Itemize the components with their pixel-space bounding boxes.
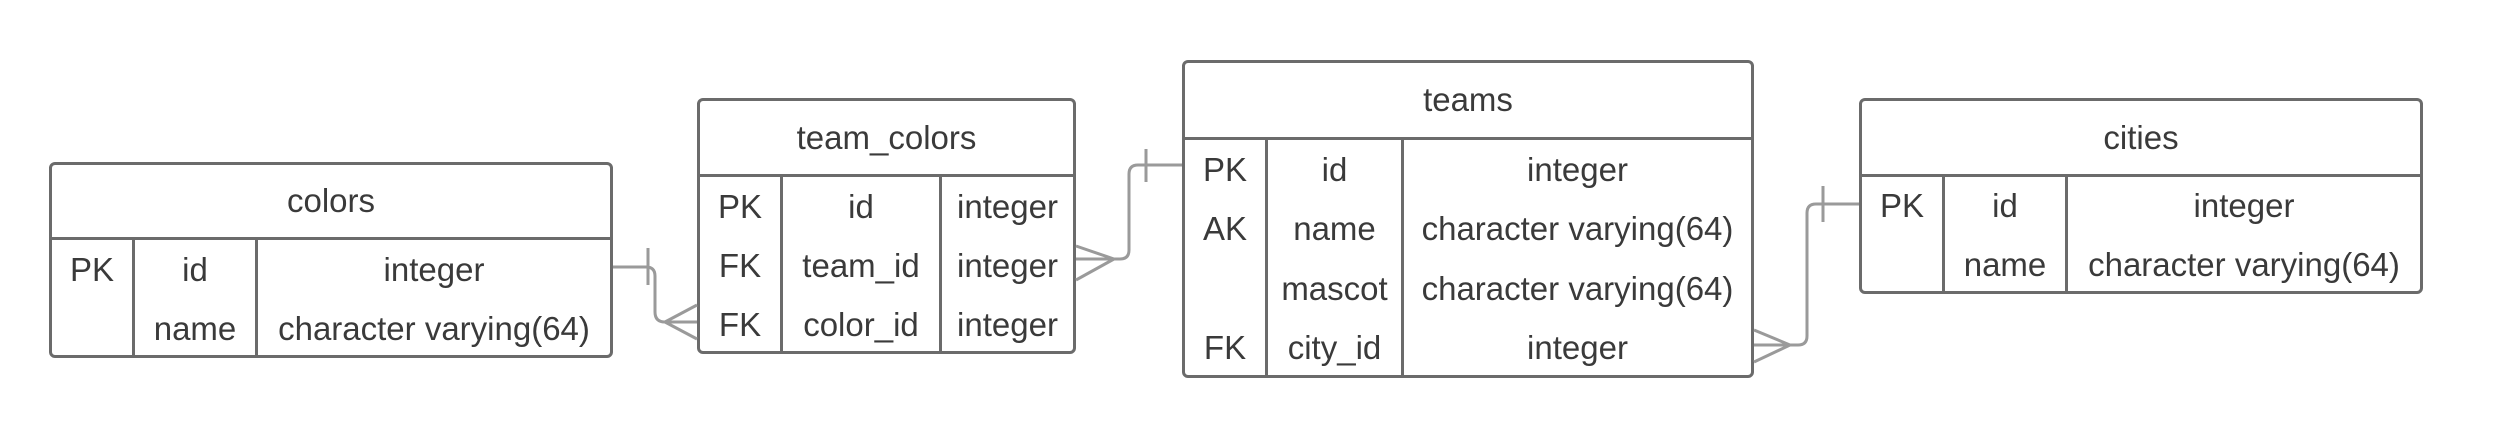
crowfoot-prong <box>1753 328 1791 347</box>
field-name: city_id <box>1287 329 1382 367</box>
type-column: integer character varying(64) <box>2065 177 2420 294</box>
key-column: PK AK FK <box>1185 140 1265 378</box>
entity-cities[interactable]: cities PK id name integer character vary… <box>1859 98 2423 294</box>
relationship-colors-team-colors[interactable] <box>613 248 698 341</box>
field-type: integer <box>383 250 485 288</box>
key-cell: PK <box>69 250 115 288</box>
crowfoot-prong <box>664 320 698 341</box>
entity-team-colors[interactable]: team_colors PK FK FK id team_id color_id… <box>697 98 1076 354</box>
entity-teams[interactable]: teams PK AK FK id name mascot city_id in… <box>1182 60 1754 378</box>
crowfoot-prong <box>1753 343 1791 364</box>
name-column: id name mascot city_id <box>1265 140 1401 378</box>
field-type: character varying(64) <box>1421 269 1734 307</box>
field-name: id <box>848 187 874 225</box>
crowfoot-prong <box>664 303 698 324</box>
crowfoot-prong <box>1075 244 1115 261</box>
field-type: integer <box>1527 329 1628 367</box>
crowfoot-prong <box>1075 257 1115 282</box>
key-column: PK FK FK <box>700 177 780 354</box>
key-column: PK <box>52 240 132 358</box>
field-type: integer <box>957 305 1058 343</box>
entity-title: teams <box>1185 63 1751 140</box>
field-type: integer <box>957 246 1058 284</box>
relationship-teams-team-colors[interactable] <box>1075 149 1182 282</box>
key-column: PK <box>1862 177 1942 294</box>
relationship-cities-teams[interactable] <box>1753 186 1859 364</box>
type-column: integer character varying(64) <box>255 240 610 358</box>
connector-line <box>1754 202 1859 347</box>
type-column: integer integer integer <box>939 177 1073 354</box>
name-column: id team_id color_id <box>780 177 939 354</box>
name-column: id name <box>132 240 255 358</box>
key-cell: PK <box>1879 187 1925 225</box>
field-type: integer <box>1527 150 1628 188</box>
field-name: id <box>1992 187 2018 225</box>
connector-line <box>613 265 697 324</box>
key-cell: PK <box>1202 150 1248 188</box>
field-type: integer <box>957 187 1058 225</box>
key-cell: FK <box>1203 329 1247 367</box>
field-name: team_id <box>802 246 920 284</box>
key-cell: AK <box>1202 210 1248 248</box>
field-name: name <box>1293 210 1376 248</box>
name-column: id name <box>1942 177 2065 294</box>
key-cell: FK <box>718 246 762 284</box>
connector-line <box>1076 163 1182 261</box>
field-type: character varying(64) <box>1421 210 1734 248</box>
entity-title: team_colors <box>700 101 1073 177</box>
field-name: name <box>153 309 237 347</box>
field-type: character varying(64) <box>2088 245 2400 283</box>
field-name: color_id <box>803 305 919 343</box>
entity-colors[interactable]: colors PK id name integer character vary… <box>49 162 613 358</box>
field-name: mascot <box>1281 269 1388 307</box>
field-name: id <box>1321 150 1348 188</box>
entity-title: colors <box>52 165 610 240</box>
entity-title: cities <box>1862 101 2420 177</box>
field-name: name <box>1963 245 2047 283</box>
key-cell: FK <box>718 305 762 343</box>
field-type: integer <box>2193 187 2295 225</box>
type-column: integer character varying(64) character … <box>1401 140 1751 378</box>
field-type: character varying(64) <box>278 309 590 347</box>
field-name: id <box>182 250 208 288</box>
key-cell: PK <box>717 187 763 225</box>
